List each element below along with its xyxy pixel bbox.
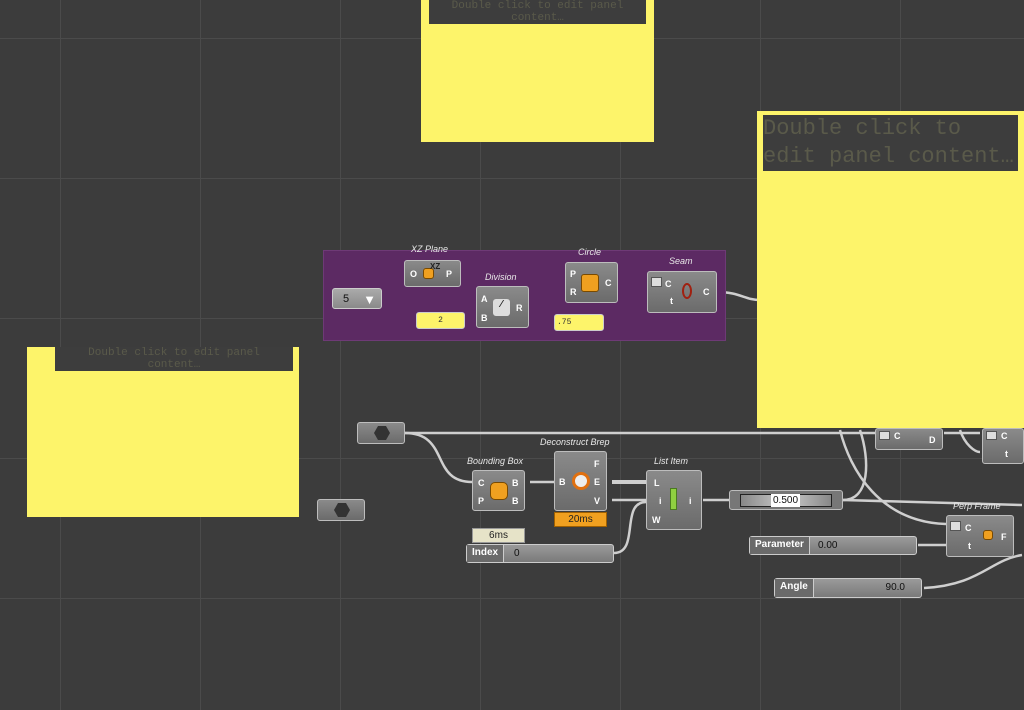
division-title: Division [485,272,517,282]
text-panel[interactable]: Double click to edit panel content… [421,0,654,142]
output-v[interactable]: V [594,496,601,506]
input-c[interactable]: C [894,431,901,441]
slider-value: 5 [343,293,350,305]
circle-icon [581,274,599,292]
curve-param-icon [651,277,662,287]
circle-title: Circle [578,247,602,257]
slider-value: 0 [514,548,520,559]
value-display[interactable]: 0.500 [729,490,843,510]
output-c[interactable]: C [605,278,612,288]
input-a[interactable]: A [481,294,488,304]
seam-component[interactable]: C t [982,428,1024,464]
deconstruct-brep-component[interactable]: B F E V [554,451,607,511]
input-c[interactable]: C [665,279,672,289]
angle-slider[interactable]: Angle 90.0 [774,578,922,598]
brep-icon [374,426,390,440]
curve-param-icon [986,431,997,440]
input-r[interactable]: R [570,287,577,297]
list-item-icon [670,488,677,510]
brep-param[interactable] [317,499,365,521]
input-b[interactable]: B [559,477,566,487]
number-slider[interactable]: 5 ▼ [332,288,382,309]
text-panel[interactable]: Double click to edit panel content… [27,347,299,517]
circle-component[interactable]: P R C [565,262,618,303]
input-w[interactable]: W [652,515,661,525]
timer-badge: 20ms [554,512,607,527]
bounding-box-icon [490,482,508,500]
bounding-box-component[interactable]: C P B B [472,470,525,511]
xz-plane-title: XZ Plane [411,244,449,254]
slider-label: Angle [775,579,814,597]
text-panel[interactable]: Double click to edit panel content… [757,111,1024,428]
input-b[interactable]: B [481,313,488,323]
input-t[interactable]: t [1005,449,1008,459]
input-t[interactable]: t [670,296,673,306]
input-c[interactable]: C [1001,431,1008,441]
value-text: 0.500 [771,494,801,507]
number-panel[interactable]: 2 [416,312,465,329]
perp-frame-title: Perp Frame [953,501,1001,511]
input-i[interactable]: i [659,496,662,506]
division-icon: ⁄ [493,299,510,316]
slider-value: 0.00 [818,540,838,551]
seam-title: Seam [669,256,693,266]
brep-param[interactable] [357,422,405,444]
seam-icon [682,283,692,299]
list-item-component[interactable]: L i W i [646,470,702,530]
curve-component[interactable]: C D [875,428,943,450]
output-e[interactable]: E [594,477,601,487]
output-b[interactable]: B [512,496,519,506]
output-c[interactable]: C [703,287,710,297]
output-b[interactable]: B [512,478,519,488]
input-o[interactable]: O [410,269,418,279]
slider-label: Parameter [750,537,810,554]
plane-icon [423,268,434,279]
panel-content: Double click to edit panel content… [429,0,646,24]
slider-label: Index [467,545,505,562]
division-component[interactable]: A B ⁄ R [476,286,529,328]
output-f[interactable]: F [1001,532,1007,542]
input-t[interactable]: t [968,541,971,551]
xz-plane-component[interactable]: O XZ P [404,260,461,287]
input-l[interactable]: L [654,478,660,488]
perp-frame-icon [983,530,993,540]
timer-badge: 6ms [472,528,525,543]
output-p[interactable]: P [446,269,453,279]
slider-value: 90.0 [885,582,905,593]
list-item-title: List Item [654,456,689,466]
deconstruct-brep-title: Deconstruct Brep [540,437,610,447]
index-slider[interactable]: Index 0 [466,544,614,563]
panel-content: Double click to edit panel content… [763,115,1018,171]
number-panel[interactable]: .75 [554,314,604,331]
parameter-slider[interactable]: Parameter 0.00 [749,536,917,555]
perp-frame-component[interactable]: C t F [946,515,1014,557]
brep-icon [334,503,350,517]
input-c[interactable]: C [965,523,972,533]
seam-component[interactable]: C t C [647,271,717,313]
dropdown-arrow-icon[interactable]: ▼ [363,292,376,307]
input-c[interactable]: C [478,478,485,488]
output-i[interactable]: i [689,496,692,506]
output-d[interactable]: D [929,435,936,445]
bounding-box-title: Bounding Box [467,456,524,466]
deconstruct-brep-icon [572,472,590,490]
output-f[interactable]: F [594,459,600,469]
panel-content: Double click to edit panel content… [55,347,293,371]
curve-param-icon [879,431,890,440]
icon-label: XZ [430,262,441,271]
curve-param-icon [950,521,961,531]
input-p[interactable]: P [570,269,577,279]
output-r[interactable]: R [516,303,523,313]
input-p[interactable]: P [478,496,485,506]
